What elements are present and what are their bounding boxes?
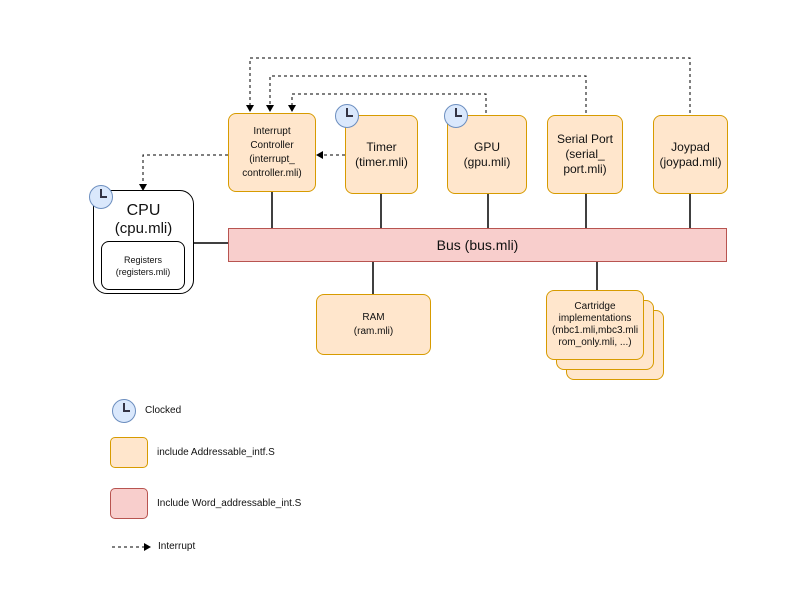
registers-title: Registers: [123, 254, 162, 265]
legend-clock-icon: [112, 399, 136, 423]
interrupt-joypad: [246, 57, 691, 113]
cpu-node: CPU (cpu.mli) Registers (registers.mli): [93, 190, 194, 294]
ram-title: RAM: [362, 311, 385, 323]
registers-node: Registers (registers.mli): [101, 241, 185, 290]
ram-node: RAM (ram.mli): [316, 294, 431, 355]
serial-port-node: Serial Port (serial_ port.mli): [547, 115, 623, 194]
cartridge-node: Cartridge implementations (mbc1.mli,mbc3…: [546, 290, 644, 360]
legend-addressable-swatch: [110, 437, 148, 468]
interrupt-controller-node: Interrupt Controller (interrupt_ control…: [228, 113, 316, 192]
timer-clock-icon: [335, 104, 359, 128]
timer-node: Timer (timer.mli): [345, 115, 418, 194]
legend-addressable-label: include Addressable_intf.S: [157, 447, 275, 458]
interrupt-serial-port: [266, 75, 587, 113]
legend-interrupt-label: Interrupt: [158, 541, 196, 552]
cpu-clock-icon: [89, 185, 113, 209]
interrupt-controller-line3: (interrupt_: [249, 153, 295, 165]
interrupt-to-cpu: [139, 154, 228, 191]
joypad-title: Joypad: [671, 139, 710, 154]
cartridge-modules-1: (mbc1.mli,mbc3.mli: [551, 325, 639, 336]
registers-module: (registers.mli): [115, 266, 171, 277]
cartridge-title: Cartridge: [574, 301, 616, 312]
joypad-node: Joypad (joypad.mli): [653, 115, 728, 194]
gpu-clock-icon: [444, 104, 468, 128]
interrupt-gpu: [288, 93, 487, 113]
interrupt-controller-line2: Controller: [250, 139, 294, 151]
serial-port-module-1: (serial_: [565, 147, 605, 161]
legend-word-addressable-swatch: [110, 488, 148, 519]
serial-port-title: Serial Port: [556, 132, 614, 146]
timer-title: Timer: [366, 139, 397, 154]
legend-clocked-label: Clocked: [145, 405, 182, 416]
serial-port-module-2: port.mli): [563, 162, 607, 176]
joypad-module: (joypad.mli): [659, 154, 722, 169]
cartridge-subtitle: implementations: [558, 313, 632, 324]
cartridge-modules-2: rom_only.mli, ...): [558, 337, 632, 348]
interrupt-controller-line1: Interrupt: [253, 125, 291, 137]
cpu-module: (cpu.mli): [114, 220, 173, 237]
ram-module: (ram.mli): [353, 325, 394, 337]
legend-word-addressable-label: Include Word_addressable_int.S: [157, 498, 302, 509]
gpu-title: GPU: [473, 139, 500, 154]
bus-label: Bus (bus.mli): [436, 237, 519, 253]
gpu-node: GPU (gpu.mli): [447, 115, 527, 194]
bus-node: Bus (bus.mli): [228, 228, 727, 262]
gpu-module: (gpu.mli): [463, 154, 511, 169]
interrupt-controller-line4: controller.mli): [242, 167, 302, 179]
timer-module: (timer.mli): [355, 154, 408, 169]
cpu-title: CPU: [126, 202, 161, 219]
